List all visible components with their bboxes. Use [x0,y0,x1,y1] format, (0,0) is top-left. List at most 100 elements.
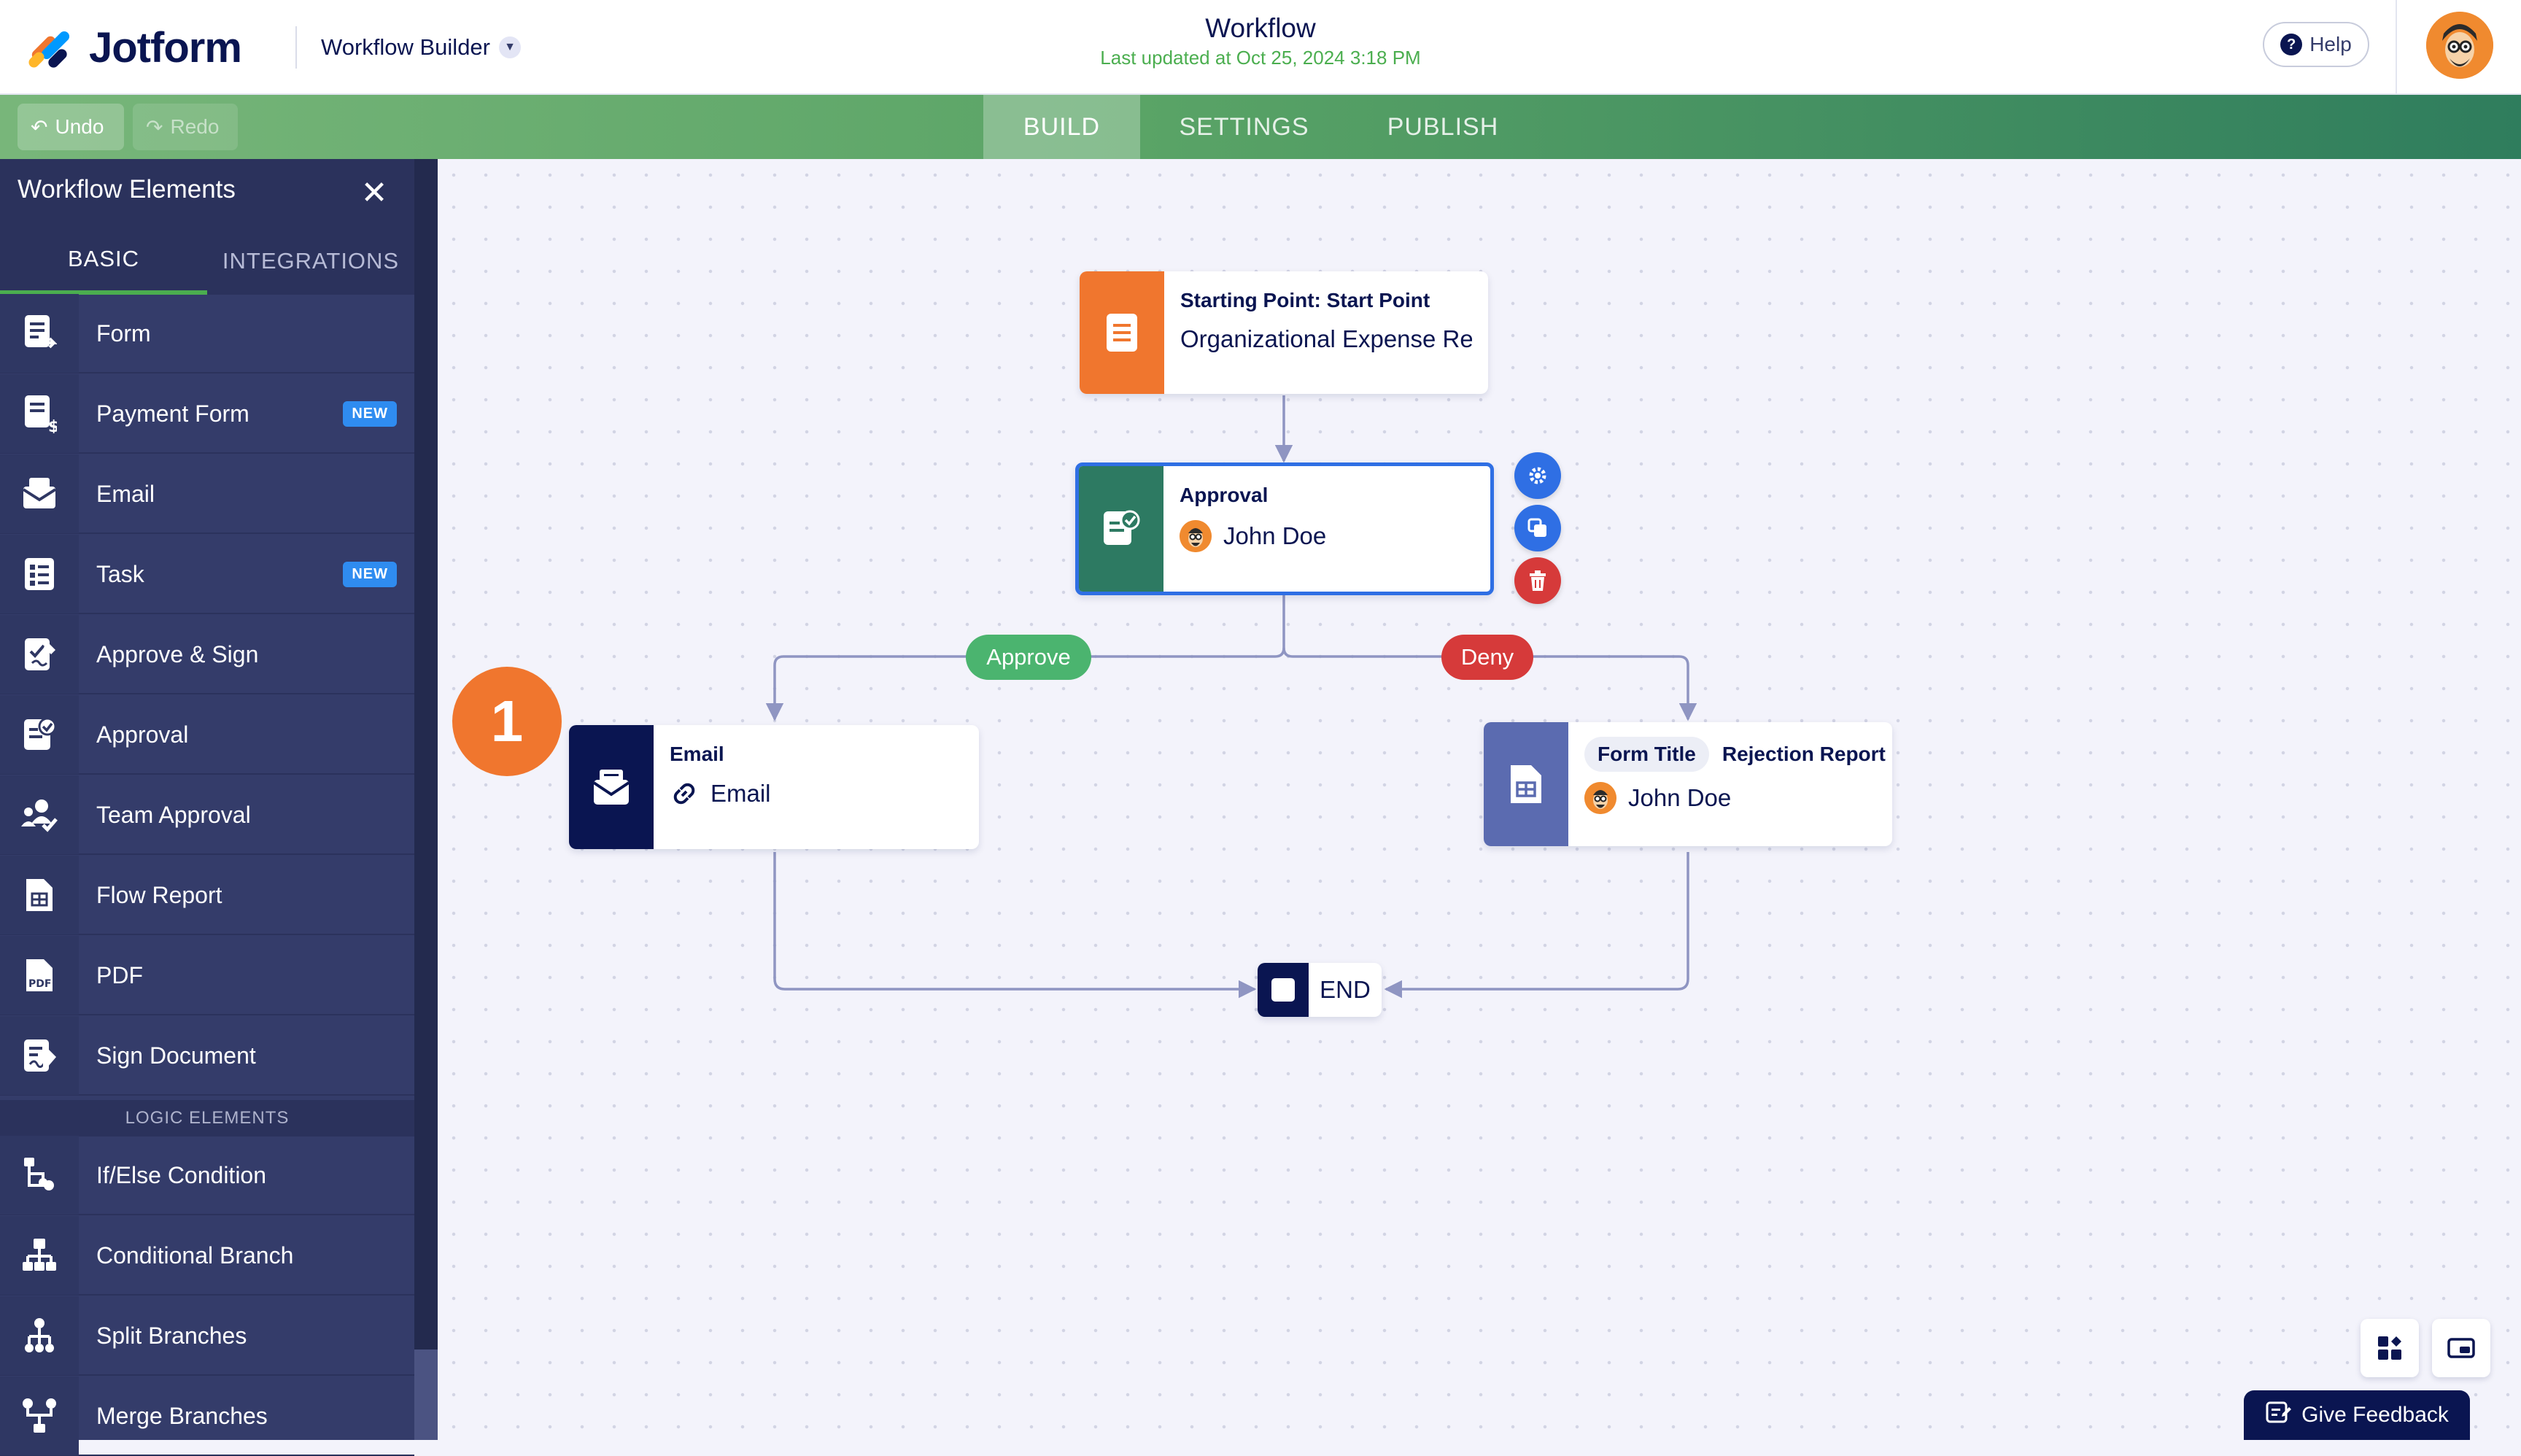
tab-basic[interactable]: BASIC [0,228,207,295]
redo-label: Redo [170,115,220,138]
give-feedback-button[interactable]: Give Feedback [2244,1390,2470,1440]
sidebar-item-split-branches[interactable]: Split Branches [0,1296,414,1376]
sidebar-item-label: If/Else Condition [96,1161,267,1188]
node-kicker: Email [670,743,724,765]
link-icon [670,779,699,808]
approval-icon [1079,466,1163,592]
conditional-branch-icon [0,1216,79,1295]
split-branches-icon [0,1296,79,1375]
sidebar-item-label: Task [96,560,144,587]
node-duplicate-button[interactable] [1514,505,1561,551]
deny-branch-label[interactable]: Deny [1441,635,1533,680]
sidebar-item-label: Approve & Sign [96,640,259,667]
close-panel-button[interactable]: ✕ [356,171,392,214]
new-badge: NEW [343,400,397,427]
approval-node[interactable]: Approval John Doe [1075,462,1494,595]
panel-title: Workflow Elements [18,175,236,204]
approval-icon [0,695,79,774]
sidebar-item-sign-document[interactable]: Sign Document [0,1016,414,1096]
add-elements-button[interactable] [2361,1319,2419,1377]
sidebar-item-email[interactable]: Email [0,454,414,534]
step-number-badge: 1 [452,667,562,776]
tab-publish[interactable]: PUBLISH [1387,112,1499,141]
sidebar-item-payment-form[interactable]: $ Payment Form NEW [0,374,414,454]
jotform-logo[interactable]: Jotform [26,16,242,79]
end-node[interactable]: END [1258,963,1382,1017]
node-kicker: Starting Point: Start Point [1180,289,1430,311]
sidebar-item-label: Team Approval [96,801,251,828]
flow-report-icon [0,856,79,934]
start-point-node[interactable]: Starting Point: Start Point Organization… [1080,271,1488,394]
sidebar-item-task[interactable]: Task NEW [0,535,414,614]
sidebar-item-approve-sign[interactable]: Approve & Sign [0,615,414,694]
sidebar-item-pdf[interactable]: PDF PDF [0,936,414,1015]
tab-build[interactable]: BUILD [983,95,1140,159]
sidebar-item-approval[interactable]: Approval [0,695,414,775]
elements-grid-icon [2378,1336,2401,1360]
undo-button[interactable]: ↶ Undo [18,104,124,150]
sidebar-item-form[interactable]: Form [0,294,414,373]
sidebar-item-flow-report[interactable]: Flow Report [0,856,414,935]
logic-elements-heading: LOGIC ELEMENTS [0,1100,414,1136]
gear-icon [1529,467,1546,484]
redo-button[interactable]: ↷ Redo [133,104,238,150]
rejection-report-node[interactable]: Form Title Rejection Report John Doe [1484,722,1892,846]
new-badge: NEW [343,561,397,587]
start-form-icon [1080,271,1164,394]
undo-label: Undo [55,115,104,138]
approve-sign-icon [0,615,79,694]
builder-dropdown[interactable]: Workflow Builder ▼ [321,26,522,69]
sidebar-item-merge-branches[interactable]: Merge Branches [0,1376,414,1456]
close-icon: ✕ [360,174,388,211]
node-settings-button[interactable] [1514,452,1561,499]
svg-text:PDF: PDF [28,978,51,990]
email-icon [569,725,654,849]
node-kicker: Rejection Report [1722,743,1886,765]
if-else-icon [0,1136,79,1215]
help-label: Help [2309,33,2352,55]
sidebar-item-label: Email [96,480,155,507]
help-button[interactable]: ? Help [2263,22,2369,67]
email-node-text: Email [710,780,771,807]
minimap-icon [2447,1338,2475,1358]
email-icon [0,454,79,533]
form-icon [0,294,79,373]
page-title: Workflow [1205,13,1316,43]
sidebar-item-label: Approval [96,721,189,748]
sidebar-item-label: Merge Branches [96,1402,268,1429]
panel-scrollbar-track[interactable] [414,159,438,1440]
jotform-logo-icon [26,24,73,71]
assignee-avatar [1584,782,1616,814]
panel-scrollbar-thumb[interactable] [414,1349,438,1440]
svg-text:$: $ [48,418,57,433]
tab-settings[interactable]: SETTINGS [1179,112,1309,141]
tab-integrations[interactable]: INTEGRATIONS [222,248,400,274]
email-node[interactable]: Email Email [569,725,979,849]
sidebar-item-label: Flow Report [96,881,222,908]
sidebar-item-conditional-branch[interactable]: Conditional Branch [0,1216,414,1296]
assignee-avatar [1180,520,1212,552]
node-delete-button[interactable] [1514,557,1561,604]
minimap-toggle-button[interactable] [2432,1319,2490,1377]
sign-document-icon [0,1016,79,1095]
user-avatar[interactable] [2426,12,2493,79]
node-kicker: Approval [1180,484,1269,506]
chevron-down-icon: ▼ [499,36,522,58]
task-icon [0,535,79,613]
sidebar-item-team-approval[interactable]: Team Approval [0,775,414,855]
sidebar-item-label: Sign Document [96,1042,256,1069]
panel-tabs: BASIC INTEGRATIONS [0,228,414,295]
assignee-name: John Doe [1628,784,1732,811]
workflow-elements-panel: Workflow Elements ✕ BASIC INTEGRATIONS F… [0,159,414,1456]
feedback-icon [2265,1399,2292,1431]
approve-branch-label[interactable]: Approve [966,635,1091,680]
undo-icon: ↶ [31,115,48,139]
builder-dropdown-label: Workflow Builder [321,34,491,60]
panel-header: Workflow Elements ✕ [0,159,414,228]
trash-icon [1530,570,1546,591]
sidebar-item-label: PDF [96,961,143,988]
header-divider-right [2396,0,2397,95]
duplicate-icon [1527,518,1546,537]
sidebar-item-if-else[interactable]: If/Else Condition [0,1136,414,1215]
stop-icon [1258,963,1309,1017]
